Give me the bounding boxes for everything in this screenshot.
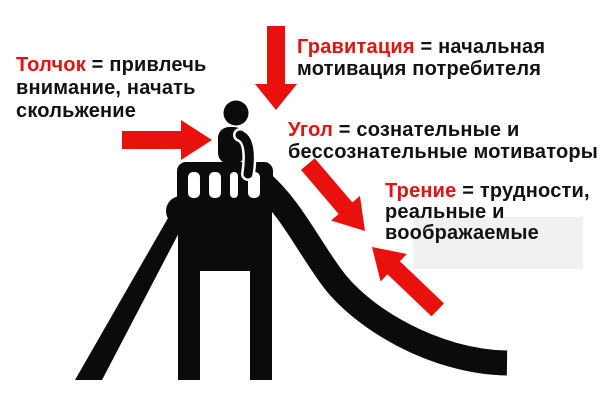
angle-line1-rest: = сознательные и (332, 119, 520, 141)
push-label-line3: скольжение (16, 100, 137, 122)
tower-left-leg (178, 268, 200, 380)
push-label-line1: Толчок = привлечь (16, 54, 207, 77)
angle-label: Угол = сознательные и бессознательные мо… (288, 119, 598, 163)
push-line1-rest: = привлечь (85, 54, 207, 76)
friction-label-line3: воображаемые (385, 222, 539, 244)
push-label: Толчок = привлечь внимание, начать сколь… (16, 54, 207, 123)
slide-ramp (253, 173, 508, 376)
friction-label: Трение = трудности, реальные и воображае… (385, 181, 590, 244)
push-arrow-icon (122, 120, 212, 160)
push-keyword: Толчок (16, 54, 86, 76)
child-head (223, 100, 249, 126)
friction-label-line2: реальные и (385, 201, 505, 223)
angle-arrow-icon (301, 158, 365, 231)
friction-label-line1: Трение = трудности, (385, 181, 590, 202)
angle-keyword: Угол (288, 119, 333, 141)
slide-ladder (75, 196, 196, 380)
gravity-label-line1: Гравитация = начальная (297, 36, 545, 58)
push-label-line2: внимание, начать (16, 77, 196, 99)
highlight-box (413, 217, 583, 269)
child-figure (218, 100, 257, 181)
angle-label-line2: бессознательные мотиваторы (288, 141, 599, 163)
gravity-label: Гравитация = начальная мотивация потреби… (297, 36, 545, 80)
child-arm (235, 130, 254, 179)
gravity-line1-rest: = начальная (414, 36, 546, 58)
gravity-keyword: Гравитация (297, 36, 415, 58)
angle-label-line1: Угол = сознательные и (288, 119, 598, 141)
gravity-label-line2: мотивация потребителя (297, 58, 542, 80)
tower-right-leg (250, 268, 272, 380)
friction-line1-rest: = трудности, (456, 180, 590, 202)
gravity-arrow-icon (255, 26, 297, 110)
friction-arrow-icon (372, 247, 445, 317)
friction-keyword: Трение (385, 180, 457, 202)
